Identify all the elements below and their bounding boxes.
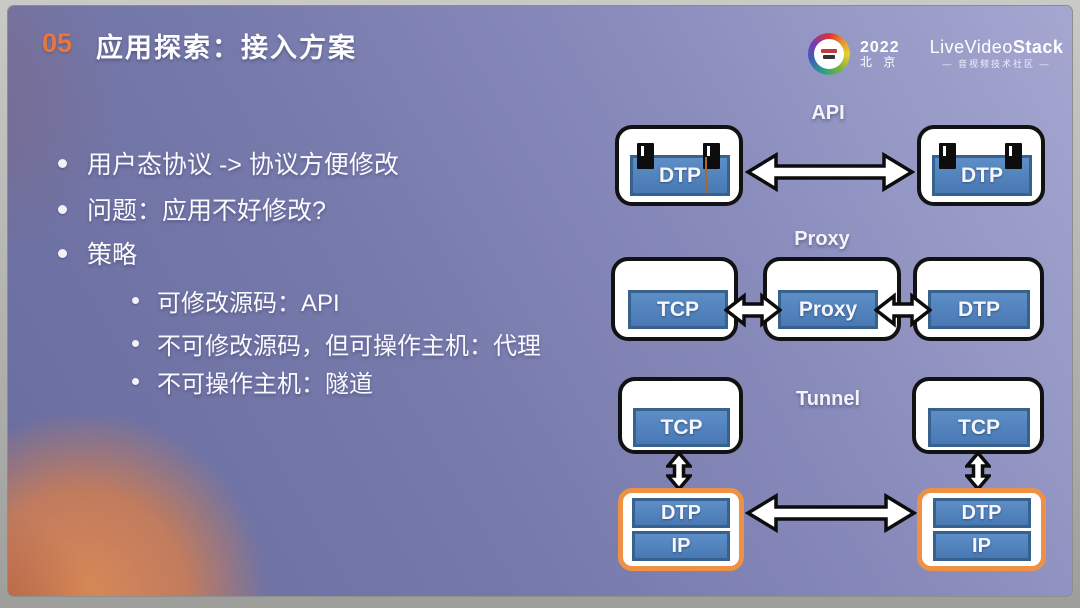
logo-brand-name: LiveVideoStack	[929, 36, 1064, 58]
bullet-item: 问题：应用不好修改?	[58, 191, 326, 227]
chip-label: DTP	[961, 501, 1002, 524]
chip-label: TCP	[660, 415, 703, 439]
conference-logo: 2022 北 京 LiveVideoStack — 音视频技术社区 —	[808, 30, 1063, 78]
logo-brand: LiveVideoStack — 音视频技术社区 —	[929, 36, 1064, 71]
slide-number: 05	[42, 28, 73, 58]
api-plug-icon	[939, 143, 956, 169]
tunnel-right-ip-chip: IP	[932, 531, 1031, 561]
bullet-text: 策略	[87, 241, 138, 269]
api-plug-icon	[703, 143, 720, 169]
logo-mark	[814, 39, 844, 69]
bullet-text: 不可修改源码，但可操作主机：代理	[157, 333, 541, 360]
chip-label: TCP	[958, 415, 1000, 439]
tunnel-section-label: Tunnel	[795, 388, 861, 410]
api-section-label: API	[811, 102, 845, 124]
chip-label: DTP	[661, 501, 701, 524]
proxy-tcp-chip: TCP	[628, 290, 728, 329]
logo-brand-light: LiveVideo	[929, 36, 1013, 57]
bullet-text: 不可操作主机：隧道	[157, 371, 373, 398]
bullet-subitem: 不可修改源码，但可操作主机：代理	[132, 326, 541, 361]
chip-label: IP	[671, 534, 691, 557]
chip-label: DTP	[958, 297, 1000, 321]
bullet-dot-icon	[132, 297, 139, 304]
tunnel-double-arrow	[745, 493, 917, 533]
logo-brand-bold: Stack	[1012, 36, 1064, 57]
bullet-item: 用户态协议 -> 协议方便修改	[58, 145, 399, 181]
proxy-right-double-arrow	[874, 291, 932, 329]
api-double-arrow	[745, 152, 915, 192]
chip-label: TCP	[657, 297, 699, 321]
bullet-subitem: 不可操作主机：隧道	[132, 364, 373, 399]
logo-year-city: 2022 北 京	[860, 39, 900, 70]
api-plug-icon	[637, 143, 654, 169]
tunnel-left-vertical-arrow	[666, 451, 692, 491]
bullet-text: 可修改源码：API	[157, 290, 340, 317]
livevideostack-ring-icon	[808, 33, 850, 75]
tunnel-left-tcp-chip: TCP	[633, 408, 730, 447]
api-plug-icon	[1005, 143, 1022, 169]
chip-label: Proxy	[798, 297, 858, 321]
proxy-section-label: Proxy	[794, 228, 850, 250]
tunnel-right-dtp-chip: DTP	[932, 498, 1031, 528]
bullet-item: 策略	[58, 235, 137, 271]
text-cursor	[705, 157, 707, 193]
chip-label: DTP	[961, 163, 1003, 187]
proxy-left-double-arrow	[724, 291, 782, 329]
bullet-dot-icon	[58, 158, 67, 168]
tunnel-left-ip-chip: IP	[632, 531, 730, 561]
proxy-proxy-chip: Proxy	[778, 290, 878, 329]
tunnel-right-vertical-arrow	[965, 451, 991, 491]
bullet-text: 用户态协议 -> 协议方便修改	[87, 151, 399, 179]
presentation-slide: 05 应用探索：接入方案 2022 北 京 LiveVideoStack — 音…	[7, 5, 1073, 597]
proxy-dtp-chip: DTP	[928, 290, 1030, 329]
tunnel-left-dtp-chip: DTP	[632, 498, 730, 528]
slide-title: 应用探索：接入方案	[96, 33, 357, 63]
bullet-dot-icon	[58, 248, 67, 258]
bullet-dot-icon	[132, 340, 139, 347]
logo-city: 北 京	[860, 55, 900, 70]
tunnel-right-tcp-chip: TCP	[928, 408, 1030, 447]
chip-label: IP	[972, 534, 991, 557]
bullet-dot-icon	[132, 378, 139, 385]
bullet-text: 问题：应用不好修改?	[87, 197, 326, 225]
bullet-dot-icon	[58, 204, 67, 214]
bullet-subitem: 可修改源码：API	[132, 283, 340, 318]
logo-year: 2022	[860, 38, 900, 56]
tunnel-right-bottom-node: DTP IP	[917, 488, 1046, 571]
chip-label: DTP	[659, 163, 701, 187]
tunnel-left-bottom-node: DTP IP	[618, 488, 744, 571]
logo-tagline: — 音视频技术社区 —	[942, 59, 1051, 70]
